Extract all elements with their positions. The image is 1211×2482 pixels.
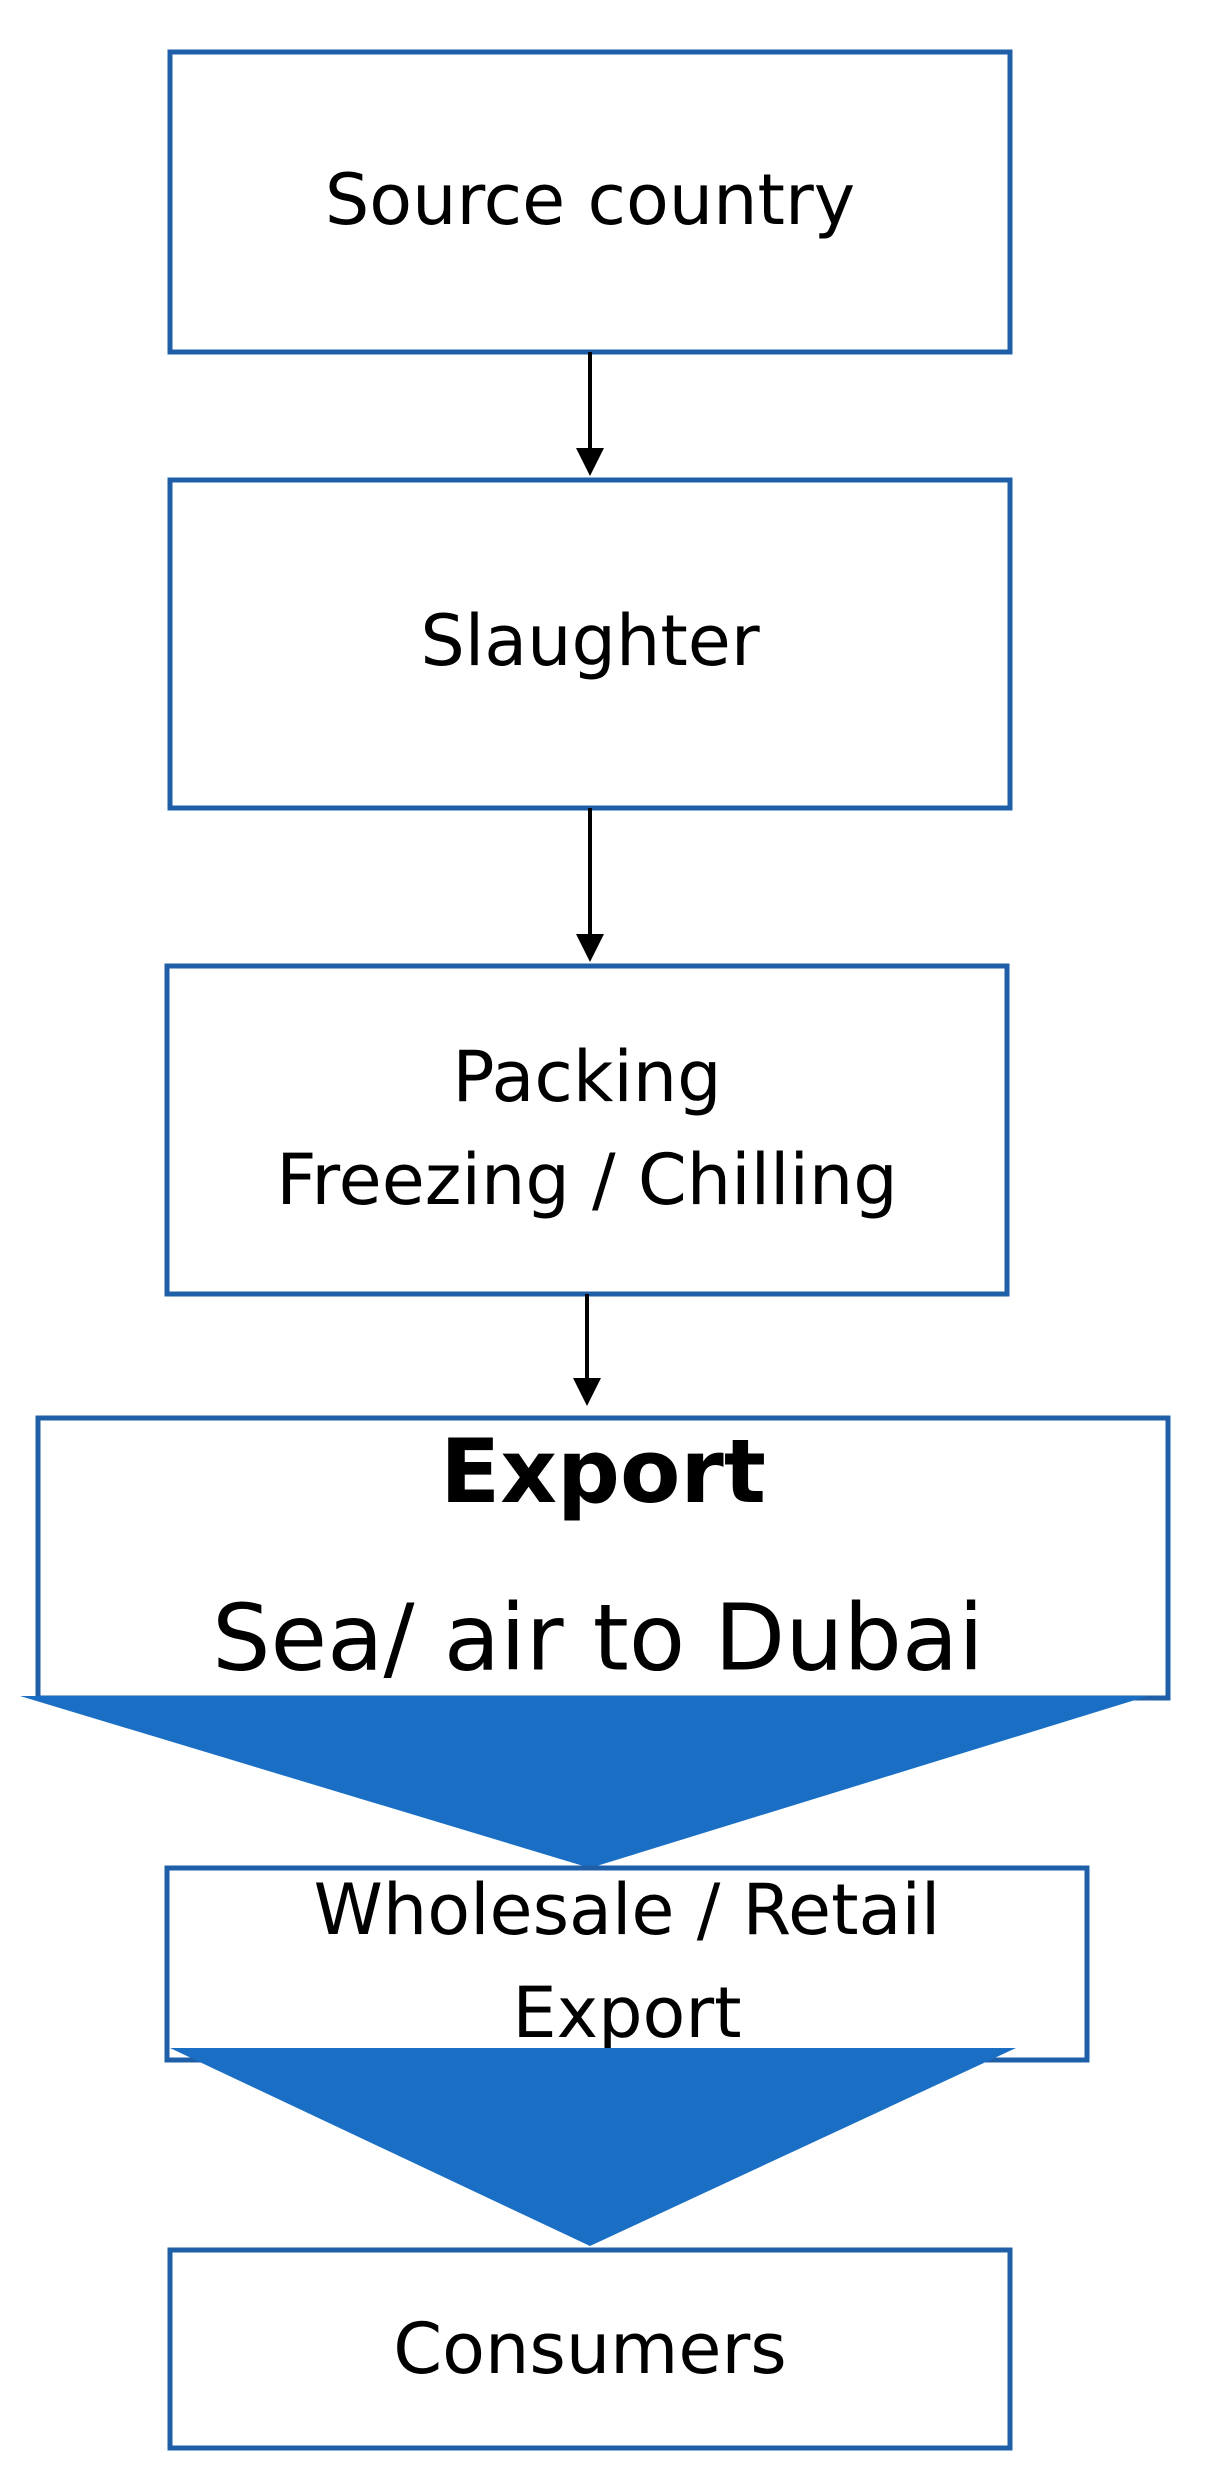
arrow-packing-to-export	[573, 1294, 601, 1406]
node-wholesale-line2: Export	[512, 1972, 741, 2054]
node-export-subtitle: Sea/ air to Dubai	[212, 1584, 984, 1691]
node-processing-line2: Freezing / Chilling	[276, 1139, 897, 1221]
node-source-country-label: Source country	[325, 159, 855, 241]
node-source-country: Source country	[167, 49, 1013, 355]
node-processing-box	[164, 963, 1010, 1297]
funnel-wholesale-to-consumers-icon	[170, 2048, 1016, 2246]
node-export-title: Export	[440, 1420, 766, 1523]
node-processing: Packing Freezing / Chilling	[164, 963, 1010, 1297]
arrow-head-icon	[576, 448, 604, 476]
node-processing-line1: Packing	[452, 1036, 721, 1118]
node-consumers-label: Consumers	[393, 2308, 786, 2390]
node-source-country-box	[167, 49, 1013, 355]
node-slaughter-box	[167, 477, 1013, 811]
funnel-export-to-wholesale-icon	[20, 1696, 1148, 1868]
node-slaughter: Slaughter	[167, 477, 1013, 811]
node-export-box	[35, 1415, 1171, 1701]
arrow-slaughter-to-packing	[576, 808, 604, 962]
arrow-source-to-slaughter	[576, 352, 604, 476]
node-export: Export Sea/ air to Dubai	[35, 1415, 1171, 1701]
arrow-head-icon	[576, 934, 604, 962]
node-consumers-box	[167, 2247, 1013, 2451]
node-consumers: Consumers	[167, 2247, 1013, 2451]
node-wholesale: Wholesale / Retail Export	[164, 1865, 1090, 2063]
node-wholesale-line1: Wholesale / Retail	[314, 1869, 941, 1951]
arrow-head-icon	[573, 1378, 601, 1406]
node-slaughter-label: Slaughter	[420, 600, 759, 682]
